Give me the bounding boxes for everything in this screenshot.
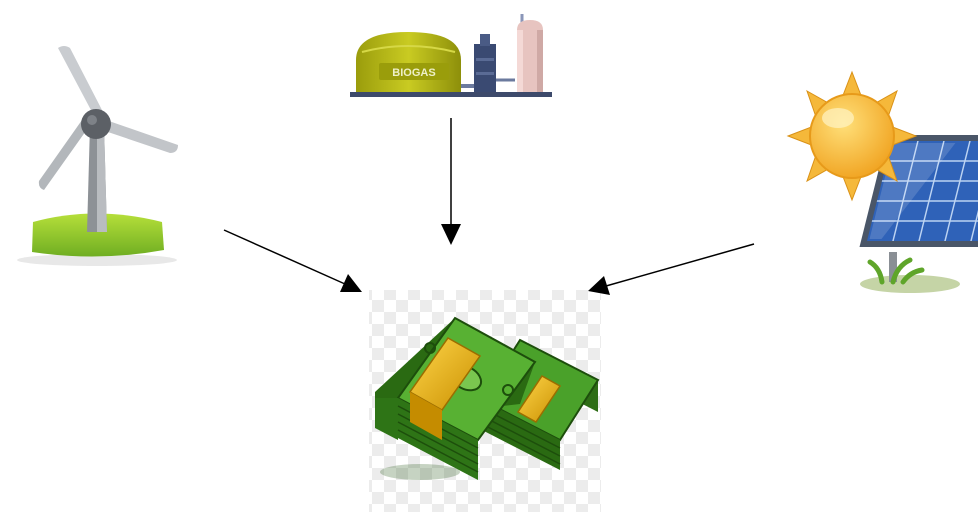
arrow-biogas-to-money <box>441 118 461 245</box>
arrow-wind-to-money <box>223 229 362 292</box>
wind-turbine-icon <box>17 46 178 266</box>
biogas-plant-icon: BIOGAS <box>350 14 552 97</box>
biogas-label: BIOGAS <box>392 67 435 79</box>
arrow-solar-to-money <box>588 243 755 295</box>
money-stack-icon <box>369 290 601 512</box>
arrows <box>223 118 755 295</box>
solar-panel-sun-icon <box>786 70 978 293</box>
money-bills <box>375 316 600 480</box>
